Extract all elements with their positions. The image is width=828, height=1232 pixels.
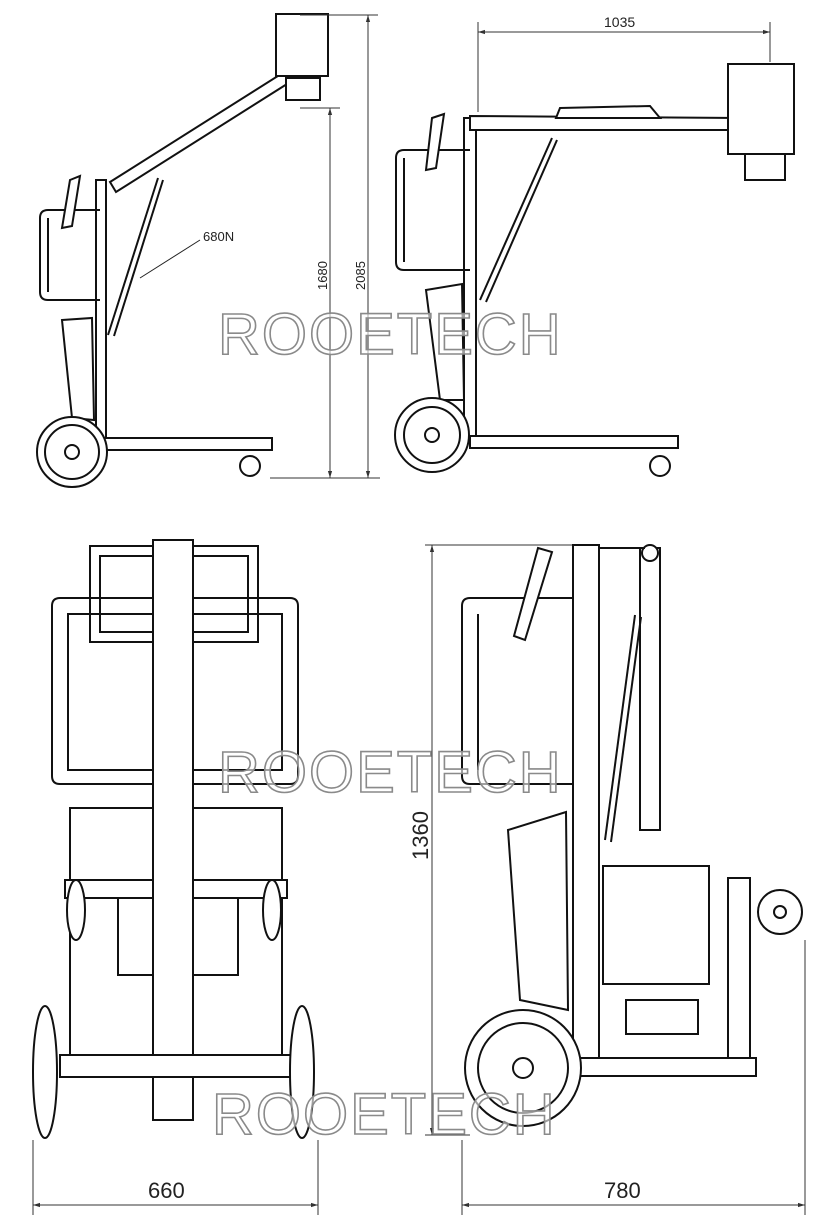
watermark: ROOETECH (218, 740, 563, 805)
svg-text:2085: 2085 (353, 261, 368, 290)
watermark: ROOETECH (212, 1082, 557, 1147)
dimension-1680: 1680 (270, 107, 380, 479)
dimension-1035: 1035 (477, 14, 771, 112)
watermark: ROOETECH (218, 302, 563, 367)
svg-text:1680: 1680 (315, 261, 330, 290)
gas-spring-label: 680N (139, 229, 234, 279)
dimension-1360: 1360 (408, 544, 572, 1136)
dimension-780: 780 (461, 940, 806, 1215)
dimension-660: 660 (32, 1140, 319, 1215)
side-view-raised: 680N 1680 2085 (36, 13, 380, 488)
dimension-2085: 2085 (300, 14, 378, 478)
svg-text:780: 780 (604, 1178, 641, 1203)
side-view-folded: 1360 780 (408, 544, 806, 1215)
front-view: 660 (32, 539, 319, 1215)
side-view-extended: 1035 (394, 14, 795, 477)
svg-text:660: 660 (148, 1178, 185, 1203)
svg-text:680N: 680N (203, 229, 234, 244)
svg-text:1035: 1035 (604, 14, 635, 30)
svg-text:1360: 1360 (408, 811, 433, 860)
